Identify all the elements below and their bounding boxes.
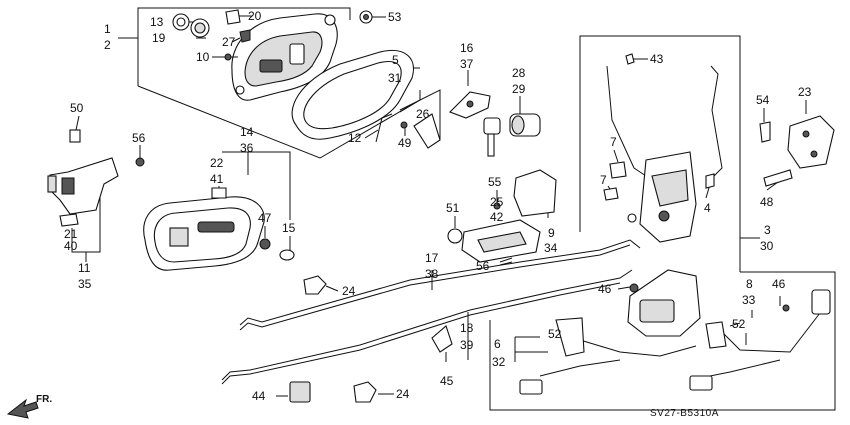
harness-right	[689, 289, 831, 391]
callout-31: 31	[388, 71, 402, 85]
latch-lever	[447, 169, 557, 263]
callout-4: 4	[704, 201, 711, 215]
rod-and-clip	[375, 113, 441, 149]
callout-6: 6	[494, 337, 501, 351]
callout-34: 34	[544, 241, 558, 255]
actuator	[519, 269, 701, 395]
callout-52-right: 52	[732, 317, 746, 331]
callout-21: 21	[64, 227, 78, 241]
key-cylinder	[449, 91, 541, 157]
callout-28: 28	[512, 66, 526, 80]
callout-50: 50	[70, 101, 84, 115]
callout-25: 25	[490, 195, 504, 209]
callout-32: 32	[492, 355, 506, 369]
callout-7-upper: 7	[610, 135, 617, 149]
callout-12: 12	[348, 131, 362, 145]
callout-43: 43	[650, 52, 664, 66]
callout-33: 33	[742, 293, 756, 307]
callout-47: 47	[258, 211, 272, 225]
latch-rods	[221, 239, 641, 385]
front-marker-label: FR.	[36, 394, 52, 405]
callout-36: 36	[240, 141, 254, 155]
callout-39: 39	[460, 338, 474, 352]
callout-46-center: 46	[598, 282, 612, 296]
callout-40: 40	[64, 239, 78, 253]
callout-49: 49	[398, 136, 412, 150]
callout-2: 2	[104, 38, 111, 52]
callout-38: 38	[425, 267, 439, 281]
callout-56-center: 56	[476, 259, 490, 273]
callout-24-lower: 24	[396, 387, 410, 401]
callout-9: 9	[548, 226, 555, 240]
callout-22: 22	[210, 156, 224, 170]
callout-45: 45	[440, 374, 454, 388]
callout-10: 10	[196, 50, 210, 64]
callout-3: 3	[764, 223, 771, 237]
callout-27: 27	[222, 35, 236, 49]
callout-53: 53	[388, 10, 402, 24]
clip-24-upper	[303, 275, 327, 295]
front-direction-marker: FR.	[6, 394, 52, 419]
callout-29: 29	[512, 82, 526, 96]
striker	[759, 115, 835, 187]
callout-26: 26	[416, 107, 430, 121]
door-lock	[603, 53, 723, 243]
callout-18: 18	[460, 321, 474, 335]
callout-56-left: 56	[132, 131, 146, 145]
callout-labels: 1 2 13 19 20 27 10 53 5 31 16 37 28 29 1…	[64, 9, 812, 403]
callout-20: 20	[248, 9, 262, 23]
callout-30: 30	[760, 239, 774, 253]
pad-44	[289, 381, 311, 403]
callout-42: 42	[490, 210, 504, 224]
callout-5: 5	[392, 53, 399, 67]
diagram-code: SV27-B5310A	[650, 408, 719, 419]
callout-23: 23	[798, 85, 812, 99]
clip-24-lower	[353, 381, 377, 403]
callout-17: 17	[425, 251, 439, 265]
callout-14: 14	[240, 125, 254, 139]
callout-7-lower: 7	[600, 173, 607, 187]
callout-54: 54	[756, 93, 770, 107]
callout-51: 51	[446, 201, 460, 215]
callout-19: 19	[152, 31, 166, 45]
callout-16: 16	[460, 41, 474, 55]
callout-35: 35	[78, 277, 92, 291]
callout-52-center: 52	[548, 327, 562, 341]
callout-37: 37	[460, 57, 474, 71]
callout-44: 44	[252, 389, 266, 403]
callout-24-upper: 24	[342, 284, 356, 298]
callout-8: 8	[746, 277, 753, 291]
callout-41: 41	[210, 172, 224, 186]
callout-13: 13	[150, 15, 164, 29]
callout-55: 55	[488, 175, 502, 189]
inside-handle	[143, 187, 295, 271]
knob-45	[431, 325, 453, 353]
group-frames	[71, 7, 836, 411]
callout-46-right: 46	[772, 277, 786, 291]
outside-handle-assembly	[172, 9, 414, 140]
callout-48: 48	[760, 195, 774, 209]
callout-1: 1	[104, 22, 111, 36]
hinge-bracket	[47, 129, 119, 227]
callout-15: 15	[282, 221, 296, 235]
screw-56	[135, 157, 145, 167]
callout-11: 11	[78, 261, 91, 275]
